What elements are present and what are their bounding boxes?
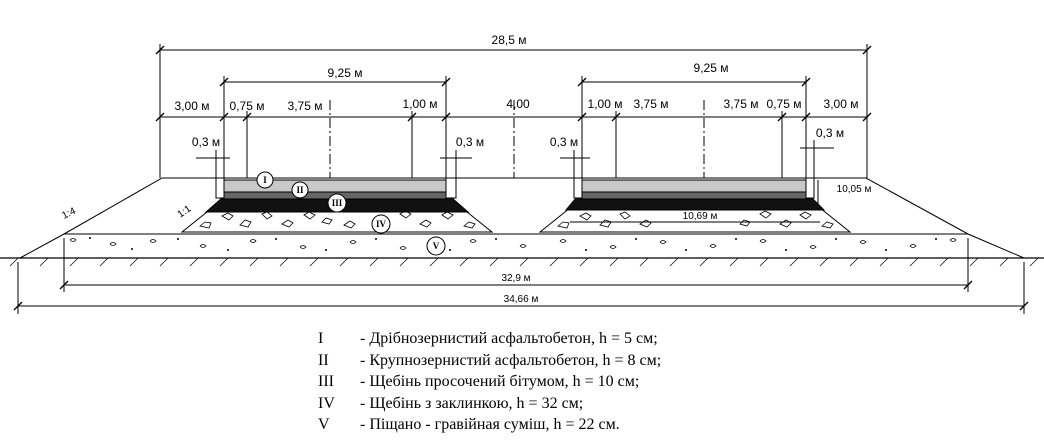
right-carriageway-pavement <box>538 177 852 233</box>
bottom-dimension-lines <box>13 238 1029 314</box>
legend-text: - Дрібнозернистий асфальтобетон, h = 5 с… <box>360 330 658 347</box>
layer-legend: I - Дрібнозернистий асфальтобетон, h = 5 … <box>318 328 878 436</box>
legend-text: - Щебінь просочений бітумом, h = 10 см; <box>360 373 640 390</box>
dimension-lines <box>155 44 872 232</box>
layer-marker-2: II <box>296 185 304 195</box>
layer-marker-1: I <box>263 175 267 185</box>
dim-carriageway-right: 9,25 м <box>694 61 729 75</box>
dim-curb-right-outer: 0,3 м <box>816 126 844 140</box>
legend-num: III <box>318 373 334 390</box>
legend-num: II <box>318 351 329 369</box>
dim-edge-left-outer: 0,75 м <box>230 99 265 113</box>
layer-marker-3: III <box>332 198 343 208</box>
layer-marker-4: IV <box>376 219 387 229</box>
dim-lane-right-outer: 3,75 м <box>724 97 759 111</box>
dim-edge-right-outer: 0,75 м <box>767 97 802 111</box>
legend-num: I <box>318 330 324 347</box>
dim-slope-outer: 1:4 <box>60 206 78 222</box>
legend-row: V - Піщано - гравійная суміш, h = 22 см. <box>318 414 878 436</box>
legend-row: IV - Щебінь з заклинкою, h = 32 см; <box>318 393 878 415</box>
dim-median: 4,00 <box>506 97 530 111</box>
dimension-labels: 28,5 м 9,25 м 9,25 м 3,00 м 0,75 м 3,75 … <box>60 33 871 305</box>
layer-markers: I II III IV V <box>256 171 446 256</box>
dim-curb-left-inner: 0,3 м <box>456 135 484 149</box>
legend-row: I - Дрібнозернистий асфальтобетон, h = 5 … <box>318 328 878 350</box>
dim-shoulder-right: 3,00 м <box>824 97 859 111</box>
dim-carriageway-left: 9,25 м <box>328 66 363 80</box>
dim-curb-right-inner: 0,3 м <box>550 135 578 149</box>
legend-num: V <box>318 416 330 433</box>
dim-shoulder-left: 3,00 м <box>175 99 210 113</box>
dim-base-right-offset: 10,05 м <box>837 184 872 195</box>
dim-total-top: 28,5 м <box>492 33 527 47</box>
dim-edge-left-inner: 1,00 м <box>403 97 438 111</box>
dim-bottom-inner: 32,9 м <box>501 273 530 284</box>
dim-lane-right-inner: 3,75 м <box>634 97 669 111</box>
subgrade-embankment <box>0 177 1044 267</box>
dim-curb-left-outer: 0,3 м <box>192 135 220 149</box>
legend-num: IV <box>318 394 335 412</box>
dim-lane-left: 3,75 м <box>288 99 323 113</box>
legend-text: - Крупнозернистий асфальтобетон, h = 8 с… <box>360 351 662 369</box>
legend-row: III - Щебінь просочений бітумом, h = 10 с… <box>318 371 878 393</box>
legend-row: II - Крупнозернистий асфальтобетон, h = 8… <box>318 350 878 372</box>
layer-marker-5: V <box>433 241 440 251</box>
road-cross-section-drawing: I II III IV V 28,5 м 9,25 м 9,25 м 3,00 … <box>0 33 1044 314</box>
legend-text: - Щебінь з заклинкою, h = 32 см; <box>360 394 584 412</box>
dim-bottom-outer: 34,66 м <box>504 294 539 305</box>
legend-text: - Піщано - гравійная суміш, h = 22 см. <box>360 416 620 433</box>
dim-base-right-width: 10,69 м <box>683 211 718 222</box>
dim-edge-right-inner: 1,00 м <box>588 97 623 111</box>
